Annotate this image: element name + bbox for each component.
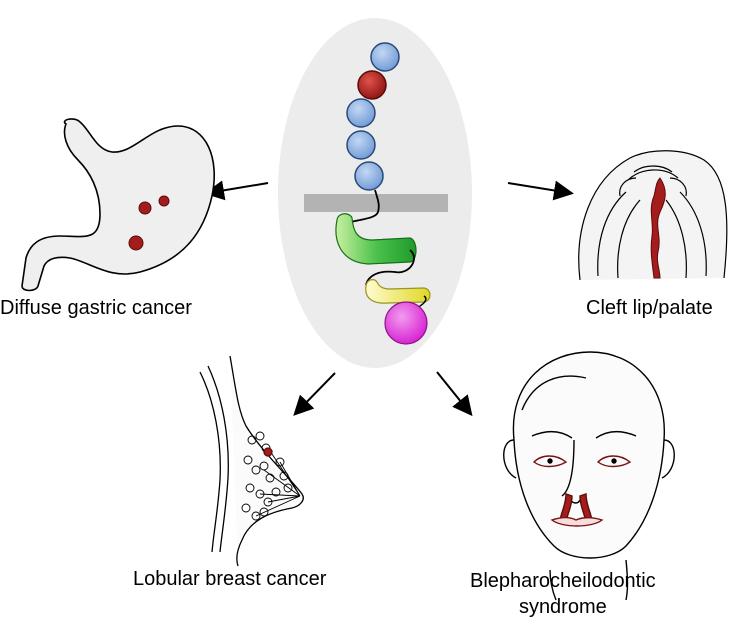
ec-domain-3 <box>346 98 376 128</box>
breast-illustration <box>199 355 304 567</box>
arrow-to-cleft <box>507 180 574 201</box>
cytoplasmic-linker <box>365 249 415 286</box>
ec-domain-4 <box>346 130 376 160</box>
catenin-binding-domain <box>365 279 431 304</box>
arrow-to-gastric <box>204 180 269 201</box>
stomach-illustration <box>21 118 216 292</box>
transmembrane-linker <box>344 189 380 225</box>
cell-membrane-bar <box>304 194 448 212</box>
label-cleft-lip-palate: Cleft lip/palate <box>586 297 713 319</box>
terminal-domain <box>384 301 428 345</box>
extracellular-domains <box>346 42 400 191</box>
label-bcd-line1: Blepharocheilodontic <box>470 570 656 592</box>
gastric-lesion <box>158 195 170 207</box>
ec-domain-5 <box>354 161 384 191</box>
ec-domain-2-mutated <box>357 70 387 100</box>
arrow-to-breast <box>293 372 336 416</box>
label-diffuse-gastric-cancer: Diffuse gastric cancer <box>0 297 192 319</box>
gastric-lesion <box>128 235 144 251</box>
label-blepharocheilodontic-syndrome: Blepharocheilodontic syndrome <box>470 568 656 620</box>
breast-lesion <box>263 447 273 457</box>
gastric-lesion <box>138 201 152 215</box>
ec-domain-1 <box>370 42 400 72</box>
label-lobular-breast-cancer: Lobular breast cancer <box>133 568 327 590</box>
cleft-lesion <box>650 177 666 279</box>
cleft-palate-illustration <box>578 150 728 281</box>
label-bcd-line2: syndrome <box>518 596 607 618</box>
arrow-to-face <box>436 371 473 417</box>
juxtamembrane-domain <box>335 213 417 265</box>
face-illustration <box>503 351 675 601</box>
